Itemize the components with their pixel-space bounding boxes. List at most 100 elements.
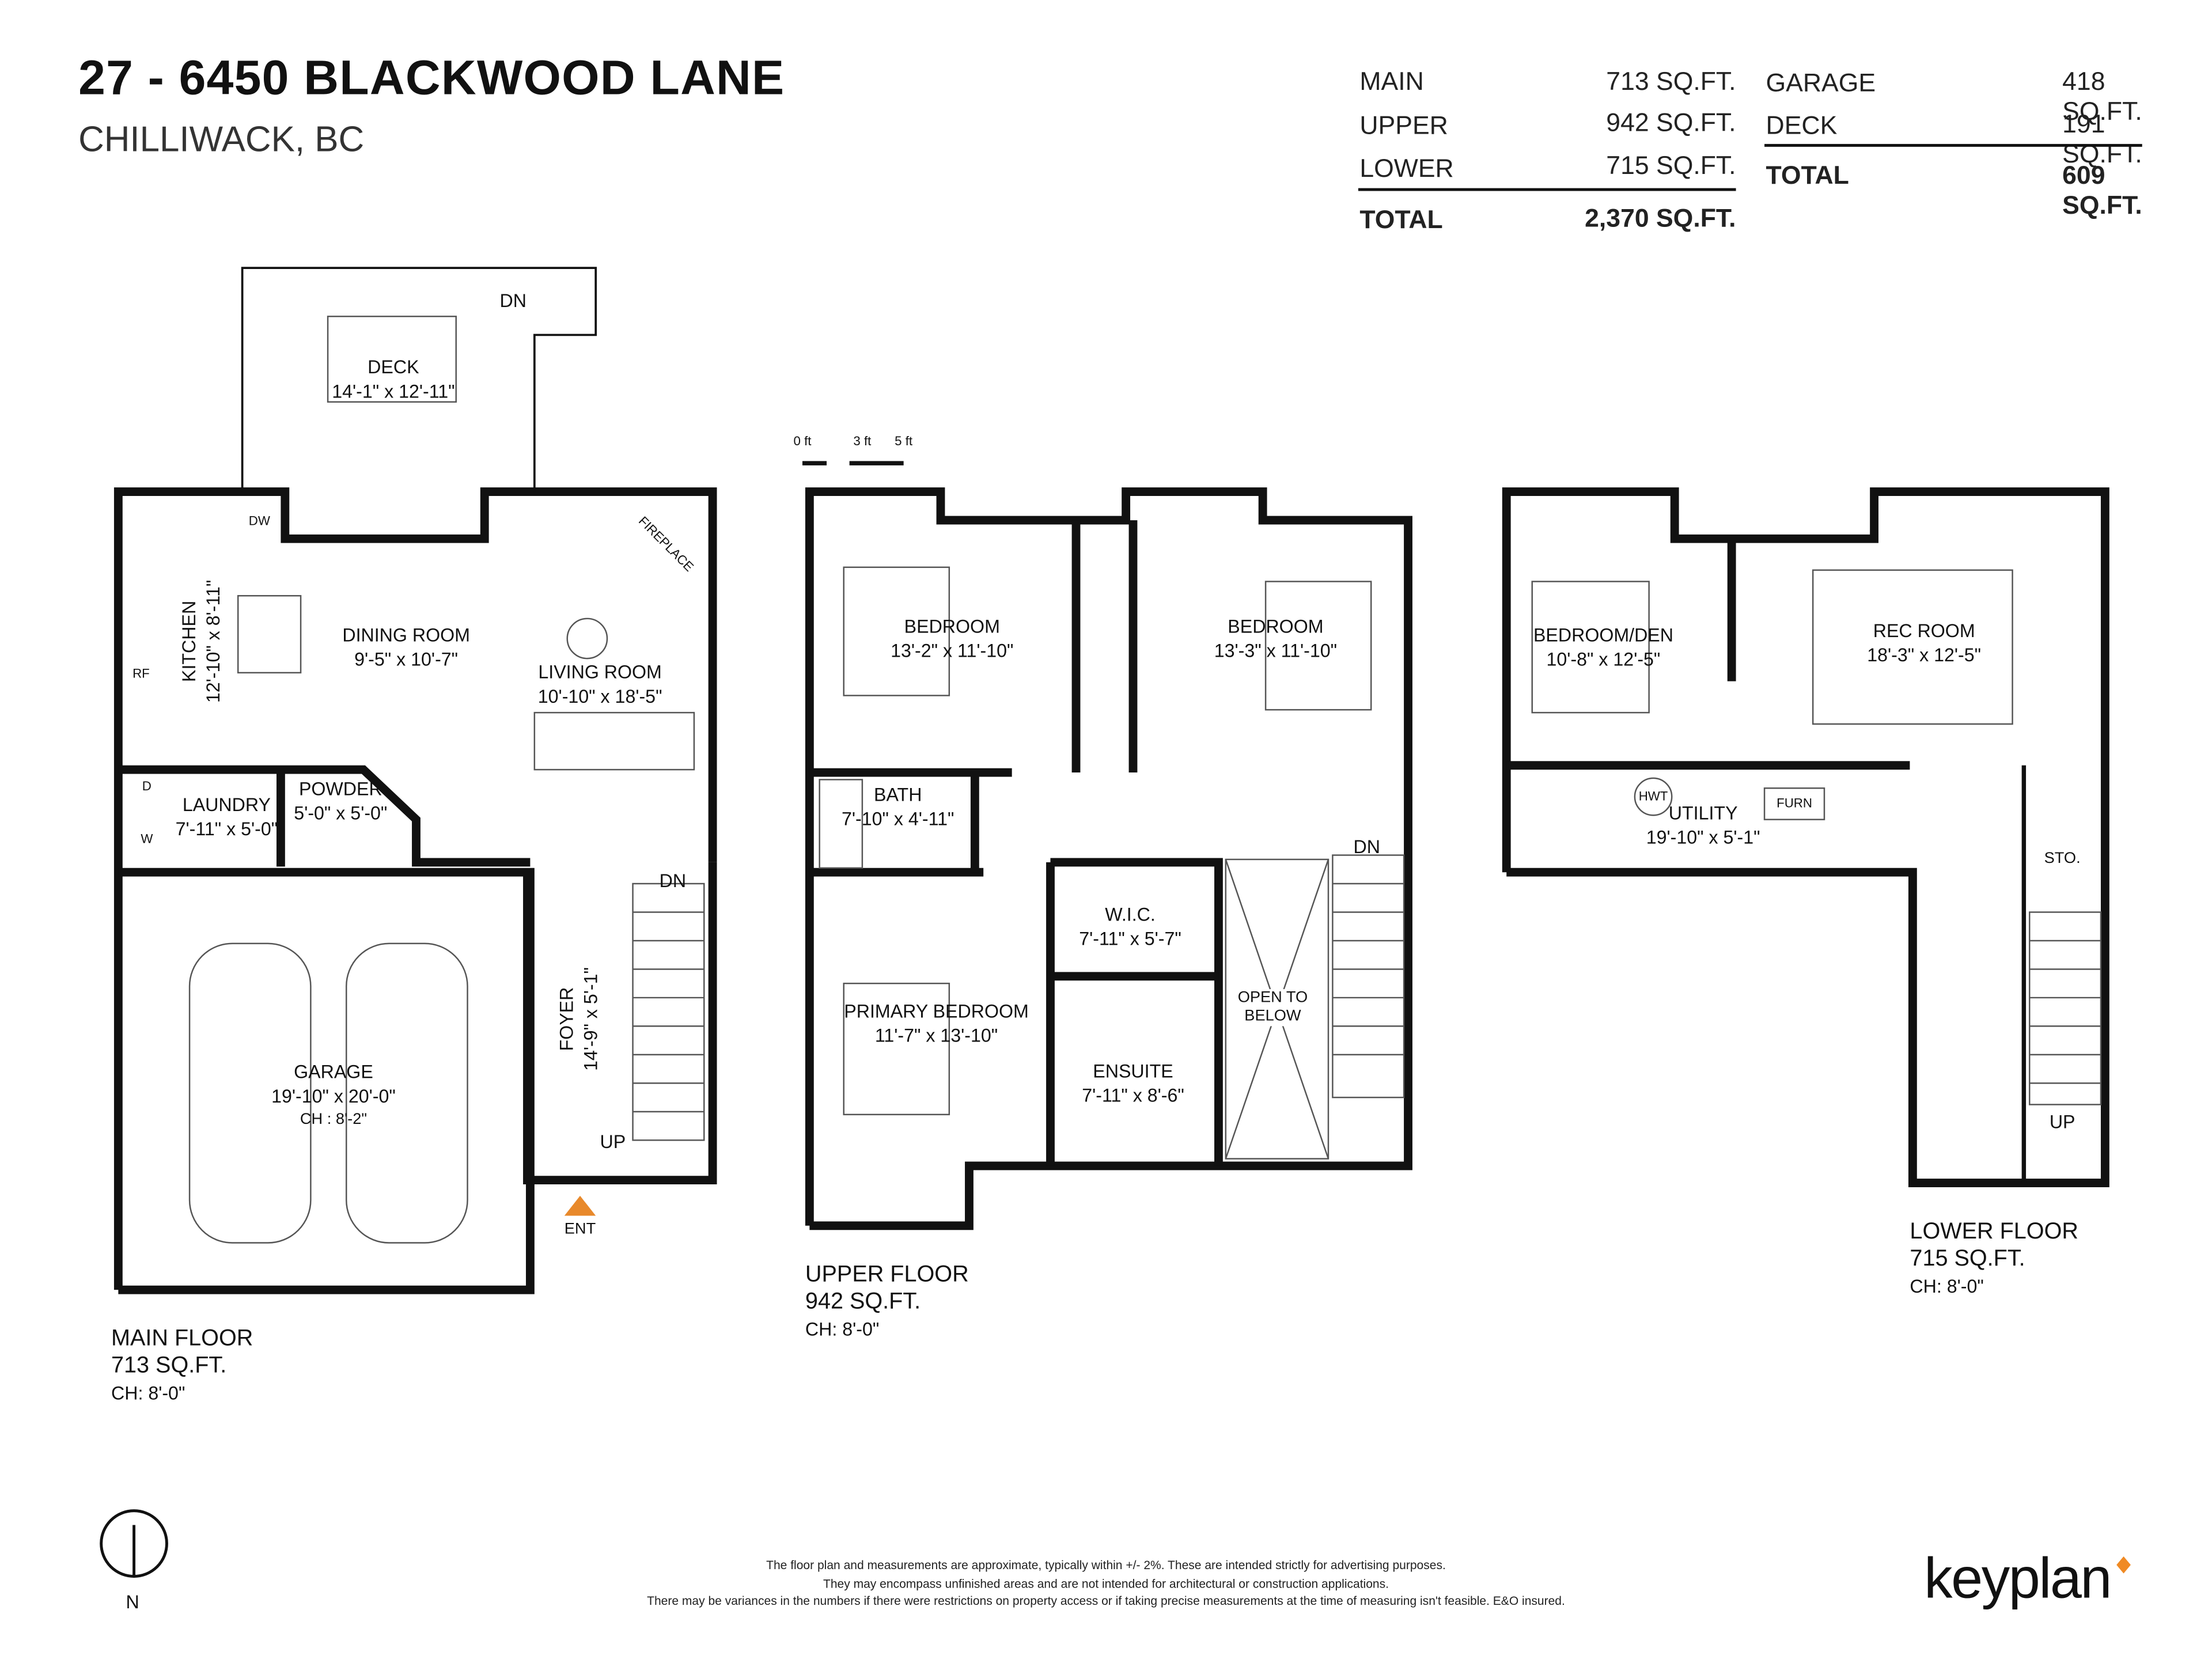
room-dimensions: 10'-8" x 12'-5" — [1546, 648, 1661, 670]
garage-wall — [118, 868, 535, 1294]
room-name: GARAGE — [294, 1061, 373, 1083]
room-dimensions: 13'-3" x 11'-10" — [1214, 639, 1338, 662]
room-name: DECK — [368, 356, 419, 378]
floor-name: MAIN FLOOR — [111, 1327, 253, 1351]
room-name: BATH — [874, 783, 922, 805]
total-value: 609 SQ.FT. — [2062, 161, 2142, 220]
ceiling-height: CH: 8'-0" — [111, 1382, 185, 1404]
room-dimensions: 7'-11" x 5'-0" — [175, 818, 278, 840]
area-value: 713 SQ.FT. — [1606, 67, 1736, 96]
washer-label: W — [141, 831, 153, 846]
floor-area: 715 SQ.FT. — [1910, 1247, 2025, 1271]
fridge-label: RF — [132, 666, 150, 681]
scale-tick: 5 ft — [895, 434, 913, 449]
room-dimensions: 19'-10" x 5'-1" — [1646, 827, 1760, 849]
stair-down-label: DN — [499, 290, 527, 312]
disclaimer-line: They may encompass unfinished areas and … — [823, 1575, 1389, 1590]
area-value: 942 SQ.FT. — [1606, 108, 1736, 137]
north-label: N — [126, 1591, 139, 1613]
storage-label: STO. — [2044, 850, 2081, 868]
disclaimer-line: There may be variances in the numbers if… — [647, 1593, 1565, 1608]
scale-tick: 0 ft — [793, 434, 812, 449]
room-dimensions: 14'-1" x 12'-11" — [332, 380, 455, 402]
floor-area: 942 SQ.FT. — [805, 1290, 921, 1315]
floor-name: UPPER FLOOR — [805, 1263, 969, 1287]
total-label: TOTAL — [1766, 161, 1849, 190]
dishwasher-label: DW — [248, 513, 270, 528]
room-name: PRIMARY BEDROOM — [844, 1000, 1029, 1022]
room-name: POWDER — [298, 778, 382, 800]
furnace-label: FURN — [1777, 796, 1812, 810]
disclaimer: The floor plan and measurements are appr… — [647, 1556, 1565, 1610]
hot-water-tank-label: HWT — [1638, 789, 1668, 804]
room-dimensions: 13'-2" x 11'-10" — [891, 639, 1014, 662]
lower-outer-wall — [1502, 487, 2109, 1188]
brand-accent — [2116, 1556, 2131, 1574]
room-name: LIVING ROOM — [538, 661, 662, 683]
open-label-line: OPEN TO — [1237, 989, 1308, 1006]
floor-name: LOWER FLOOR — [1910, 1219, 2078, 1244]
stair-down-label: DN — [1353, 836, 1380, 858]
room-name: KITCHEN — [178, 600, 200, 683]
dryer-label: D — [142, 779, 151, 793]
room-name: BEDROOM — [1228, 615, 1324, 637]
room-name: FOYER — [555, 987, 578, 1051]
room-name: BEDROOM — [904, 615, 1000, 637]
scale-tick: 3 ft — [853, 434, 872, 449]
main-floor-caption: MAIN FLOOR 713 SQ.FT. CH: 8'-0" — [111, 1325, 253, 1407]
room-dimensions: 11'-7" x 13'-10" — [874, 1024, 998, 1047]
room-name: BEDROOM/DEN — [1533, 624, 1674, 646]
stair-up-label: UP — [2049, 1111, 2075, 1132]
keyplan-logo: keyplan — [1924, 1547, 2112, 1611]
stair-up-label: UP — [600, 1131, 626, 1153]
floor-area: 713 SQ.FT. — [111, 1354, 227, 1378]
divider — [1764, 143, 2142, 147]
area-label: MAIN — [1359, 67, 1424, 96]
ceiling-height: CH: 8'-0" — [1910, 1275, 1984, 1297]
room-dimensions: 5'-0" x 5'-0" — [294, 802, 388, 824]
room-name: UTILITY — [1668, 802, 1738, 824]
disclaimer-line: The floor plan and measurements are appr… — [766, 1558, 1446, 1573]
room-dimensions: 19'-10" x 20'-0" — [271, 1085, 396, 1107]
lower-floor-caption: LOWER FLOOR 715 SQ.FT. CH: 8'-0" — [1910, 1218, 2078, 1300]
room-name: DINING ROOM — [342, 624, 470, 646]
room-dimensions: 7'-11" x 8'-6" — [1082, 1084, 1184, 1106]
room-wic: W.I.C.7'-11" x 5'-7" — [1079, 902, 1181, 950]
area-value: 418 SQ.FT. — [2062, 67, 2142, 126]
total-label: TOTAL — [1359, 205, 1443, 234]
open-label-line: BELOW — [1244, 1007, 1301, 1025]
stair-down-label: DN — [659, 870, 687, 892]
area-label: GARAGE — [1766, 68, 1876, 97]
divider — [1358, 188, 1736, 191]
main-outer-wall — [113, 487, 717, 1290]
entrance-marker — [564, 1195, 596, 1216]
room-name: W.I.C. — [1105, 903, 1156, 925]
room-dimensions: 12'-10" x 8'-11" — [202, 579, 224, 703]
area-label: UPPER — [1359, 111, 1448, 140]
area-value: 715 SQ.FT. — [1606, 151, 1736, 180]
compass-circle — [100, 1509, 168, 1578]
property-address: 27 - 6450 BLACKWOOD LANE — [78, 51, 785, 106]
room-utility: UTILITY 19'-10" x 5'-1" — [1646, 801, 1760, 850]
property-city: CHILLIWACK, BC — [78, 119, 365, 160]
room-dimensions: 10'-10" x 18'-5" — [537, 685, 662, 707]
